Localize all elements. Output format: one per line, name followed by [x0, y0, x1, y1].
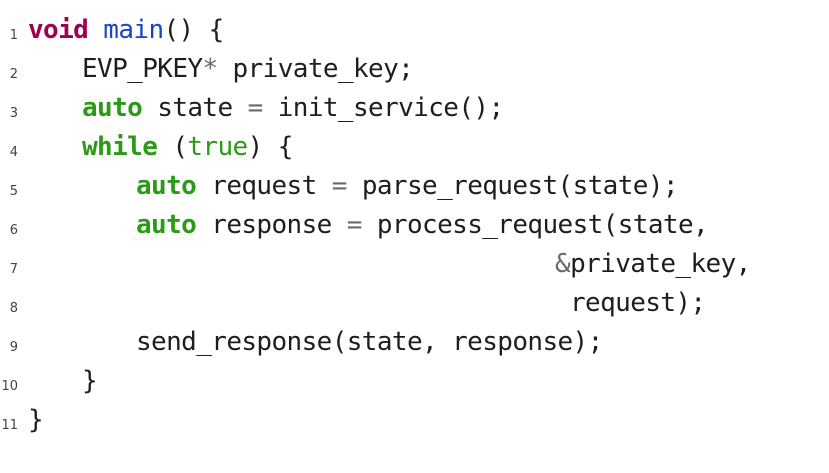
line-number: 8 [9, 301, 18, 316]
code-line-6: 6 auto response = process_request(state, [0, 206, 829, 245]
code-token: parse_request(state); [346, 171, 679, 201]
code-line-8: 8 request); [0, 284, 829, 323]
code-token: ) { [247, 132, 294, 162]
code-line-2: 2 EVP_PKEY* private_key; [0, 50, 829, 89]
closing-brace: } [28, 405, 44, 435]
line-number: 3 [9, 106, 18, 121]
line-number: 4 [9, 145, 18, 160]
line-number: 1 [9, 28, 18, 43]
keyword-auto: auto [82, 93, 143, 123]
code-line-4: 4 while (true) { [0, 128, 829, 167]
code-text: auto response = process_request(state, [136, 206, 709, 245]
line-number: 6 [9, 223, 18, 238]
code-line-7: 7 &private_key, [0, 245, 829, 284]
code-token: response [196, 210, 347, 240]
code-token: ( [157, 132, 188, 162]
keyword-auto: auto [136, 171, 197, 201]
code-text: while (true) { [82, 128, 293, 167]
operator: = [247, 93, 264, 123]
line-number: 5 [9, 184, 18, 199]
code-token: init_service(); [262, 93, 504, 123]
line-number: 11 [1, 418, 18, 433]
code-token: () { [163, 15, 225, 45]
pointer-star: * [202, 54, 218, 84]
line-number: 9 [9, 340, 18, 355]
line-number: 10 [1, 379, 18, 394]
code-text: request); [570, 284, 706, 323]
keyword-auto: auto [136, 210, 197, 240]
code-line-10: 10 } [0, 362, 829, 401]
code-text: EVP_PKEY* private_key; [82, 50, 414, 89]
code-listing: 1 void main() { 2 EVP_PKEY* private_key;… [0, 11, 829, 440]
code-token: request [196, 171, 332, 201]
operator: = [331, 171, 348, 201]
code-line-9: 9 send_response(state, response); [0, 323, 829, 362]
code-token: private_key, [570, 249, 751, 279]
code-line-11: 11 } [0, 401, 829, 440]
code-text: &private_key, [555, 245, 751, 284]
code-text: send_response(state, response); [136, 323, 603, 362]
address-of-operator: & [555, 249, 571, 279]
keyword-while: while [82, 132, 158, 162]
code-token: request); [570, 288, 706, 318]
keyword-void: void [28, 15, 89, 45]
code-token: process_request(state, [361, 210, 709, 240]
code-line-1: 1 void main() { [0, 11, 829, 50]
code-text: void main() { [28, 11, 224, 50]
code-text: auto request = parse_request(state); [136, 167, 679, 206]
code-line-5: 5 auto request = parse_request(state); [0, 167, 829, 206]
code-text: } [28, 401, 44, 440]
closing-brace: } [82, 366, 98, 396]
operator: = [346, 210, 363, 240]
type-name: EVP_PKEY [82, 54, 203, 84]
line-number: 2 [9, 67, 18, 82]
code-text: } [82, 362, 98, 401]
line-number: 7 [9, 262, 18, 277]
code-token: private_key; [217, 54, 414, 84]
code-token: send_response(state, response); [136, 327, 603, 357]
literal-true: true [187, 132, 248, 162]
code-line-3: 3 auto state = init_service(); [0, 89, 829, 128]
code-token: state [142, 93, 248, 123]
code-text: auto state = init_service(); [82, 89, 504, 128]
function-name: main [103, 15, 164, 45]
